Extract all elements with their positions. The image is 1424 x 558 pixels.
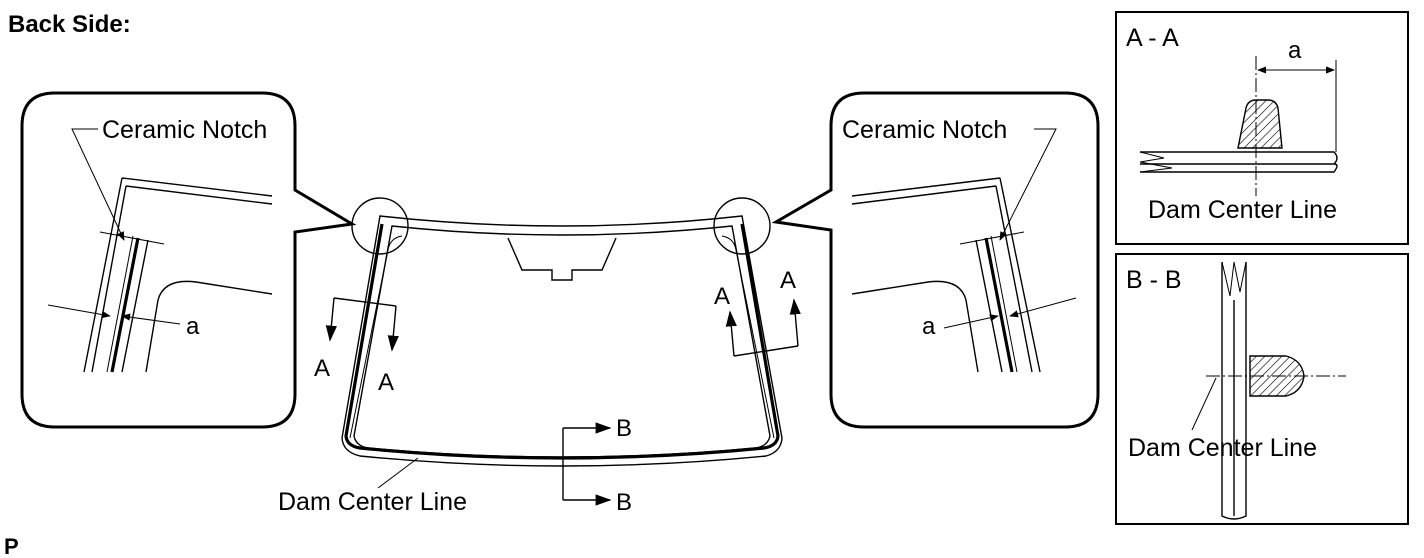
section-b-label-1: B (616, 415, 632, 442)
detail-aa-dim: a (1288, 37, 1302, 64)
right-section-a-label-1: A (714, 283, 730, 310)
dam-center-line-label: Dam Center Line (278, 488, 467, 516)
detail-bb-dam-label: Dam Center Line (1128, 434, 1317, 462)
right-callout: a Ceramic Notch (771, 91, 1100, 429)
right-section-a-label-2: A (780, 267, 796, 294)
detail-aa: A - A a Dam Center Line (1115, 11, 1409, 245)
windshield: A A A A B B Dam Center Line (278, 197, 801, 516)
left-ceramic-notch-label: Ceramic Notch (102, 116, 267, 144)
left-dim-a: a (186, 313, 200, 340)
left-callout: a Ceramic Notch (20, 91, 357, 429)
right-dim-a: a (922, 313, 936, 340)
figure-code: P (4, 534, 19, 558)
detail-aa-dam-label: Dam Center Line (1148, 196, 1337, 224)
page-title: Back Side: (8, 11, 131, 38)
section-b-label-2: B (616, 489, 632, 516)
detail-bb: B - B Dam Center Line (1115, 253, 1409, 525)
detail-bb-title: B - B (1126, 266, 1182, 294)
right-ceramic-notch-label: Ceramic Notch (842, 116, 1007, 144)
detail-aa-title: A - A (1126, 24, 1179, 52)
left-section-a-label-1: A (314, 355, 330, 382)
left-section-a-label-2: A (378, 369, 394, 396)
